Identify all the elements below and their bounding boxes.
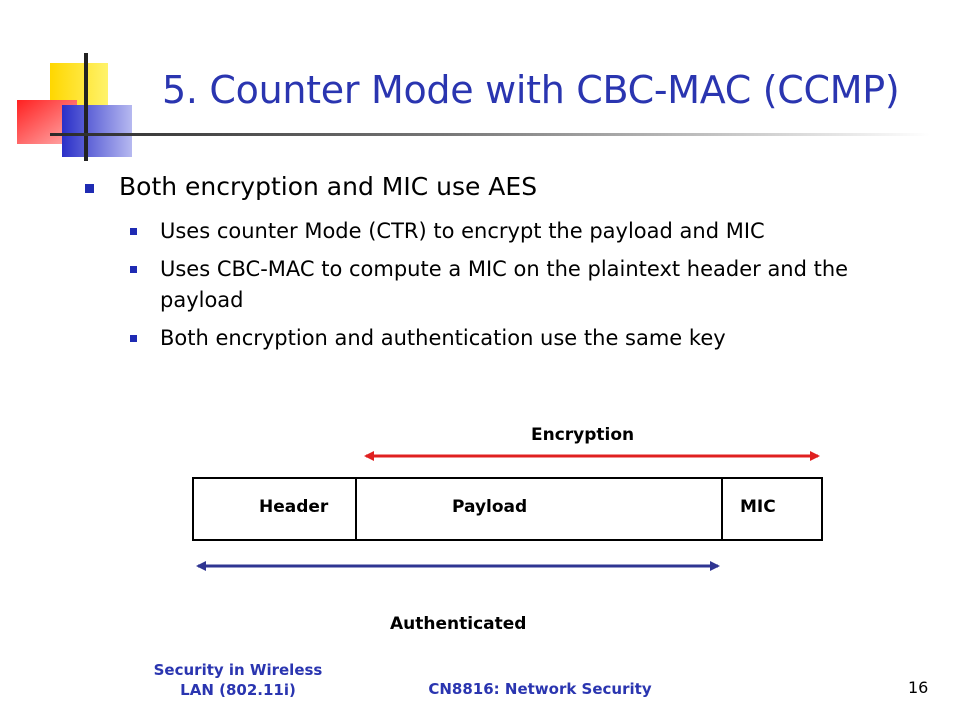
authenticated-label: Authenticated (390, 614, 527, 634)
payload-field: Payload (452, 497, 528, 517)
page-number: 16 (908, 678, 929, 697)
slide-logo (17, 53, 132, 161)
sub-bullet-text: Uses CBC-MAC to compute a MIC on the pla… (160, 257, 849, 312)
bullet-text: Both encryption and MIC use AES (119, 172, 538, 201)
sub-bullet-text: Both encryption and authentication use t… (160, 326, 726, 350)
slide-title: 5. Counter Mode with CBC-MAC (CCMP) (162, 68, 900, 112)
footer-left: Security in Wireless LAN (802.11i) (153, 661, 323, 699)
header-field: Header (259, 497, 329, 517)
title-divider (50, 133, 930, 136)
sub-bullet-marker (130, 266, 137, 273)
sub-bullet-text: Uses counter Mode (CTR) to encrypt the p… (160, 219, 765, 243)
mic-field: MIC (740, 497, 776, 517)
sub-bullet-marker (130, 228, 137, 235)
sub-bullet-marker (130, 335, 137, 342)
encryption-label: Encryption (531, 425, 635, 445)
frame-box (192, 477, 823, 541)
footer-center: CN8816: Network Security (428, 680, 652, 698)
bullet-marker (85, 184, 94, 193)
